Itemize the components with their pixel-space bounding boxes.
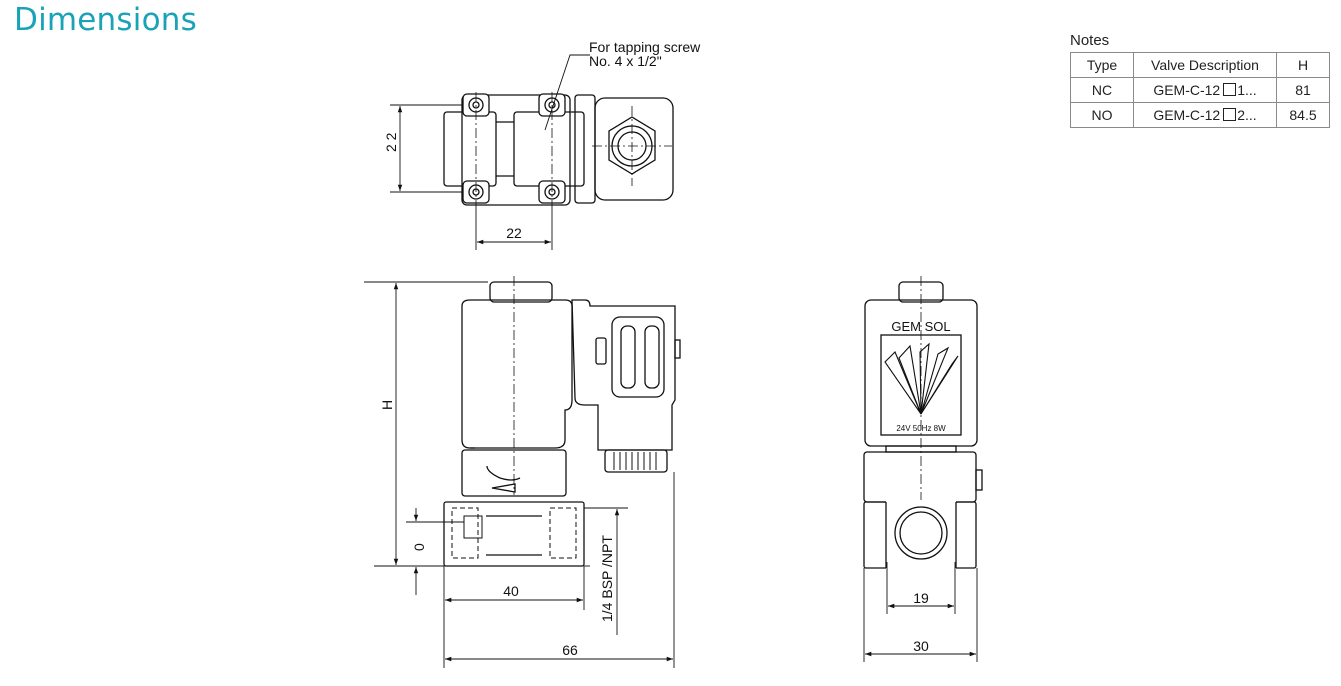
cell-h: 84.5 [1276,102,1330,128]
valve-body [443,501,585,567]
desc-prefix: GEM-C-12 [1153,107,1221,123]
screw-note-line2: No. 4 x 1/2" [589,53,662,69]
cell-description: GEM-C-12 1... [1133,77,1277,103]
dim-port-thread: 1/4 BSP /NPT [599,535,615,622]
side-view [863,276,983,662]
coil-body [461,299,573,449]
dim-overall-width: 66 [562,642,578,658]
coil-rating-label: 24V 50Hz 8W [896,424,946,433]
connector-body [571,299,676,451]
checkbox-placeholder-icon [1223,108,1237,121]
notes-label: Notes [1070,32,1110,49]
valve-body-right [513,111,585,187]
cell-type: NO [1070,102,1134,128]
desc-prefix: GEM-C-12 [1153,82,1221,98]
screw-note-line1: For tapping screw [589,39,701,55]
dim-body-width: 40 [503,583,519,599]
checkbox-placeholder-icon [1223,83,1237,96]
valve-bonnet [461,449,567,497]
dim-height: H [379,400,395,410]
dim-base-offset: 0 [411,543,427,551]
table-row: NC GEM-C-12 1... 81 [1070,77,1330,103]
cable-gland [604,449,668,473]
port-outer [894,506,948,560]
cell-description: GEM-C-12 2... [1133,102,1277,128]
dim-side-width: 30 [913,638,929,654]
dim-mount-horizontal: 22 [506,225,522,241]
brand-logo-icon [884,342,959,415]
valve-bonnet [863,451,977,503]
top-view [390,54,674,250]
desc-suffix: 1... [1237,82,1257,98]
column-header-type: Type [1070,52,1134,78]
dim-port-diameter: 19 [913,590,929,606]
coil-brand-label: GEM SOL [891,319,950,334]
page-title: Dimensions [14,2,197,38]
valve-body-left [443,111,497,187]
mounting-plate [461,94,571,206]
column-header-h: H [1276,52,1330,78]
table-row: NO GEM-C-12 2... 84.5 [1070,102,1330,128]
front-view [364,276,681,668]
cell-type: NC [1070,77,1134,103]
cell-h: 81 [1276,77,1330,103]
connector-housing [594,97,674,201]
port-inner [899,511,943,555]
coil-cap [489,281,553,303]
dim-mount-vertical: 2 2 [383,132,399,152]
desc-suffix: 2... [1237,107,1257,123]
